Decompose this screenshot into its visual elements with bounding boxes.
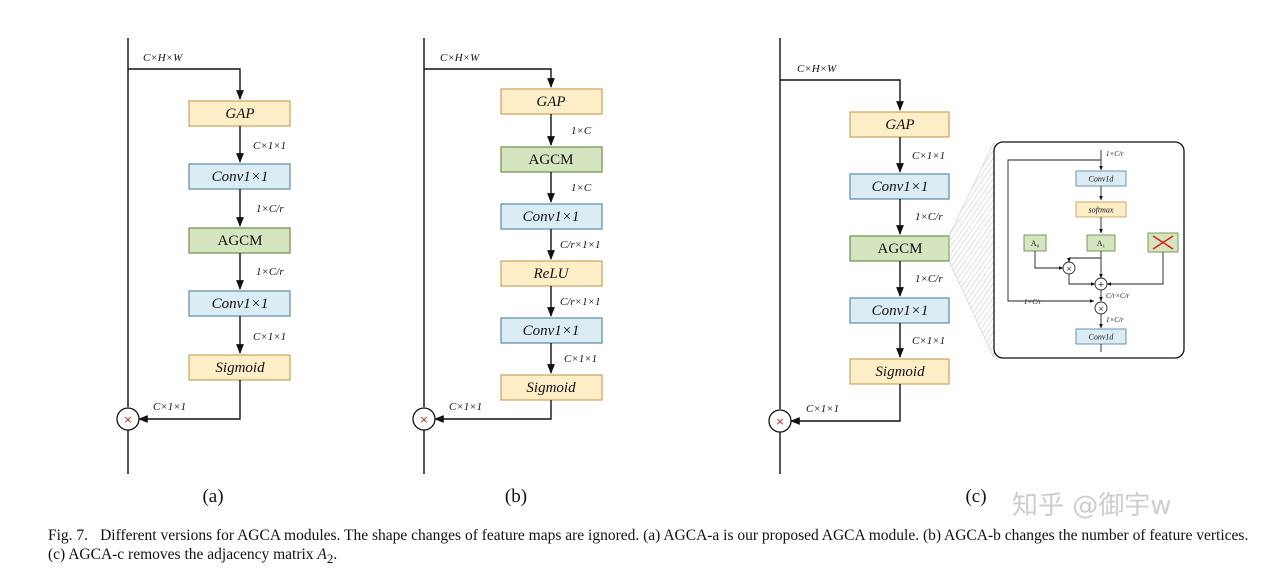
conv-box — [500, 203, 603, 230]
conv-box-label: Conv1×1 — [212, 296, 269, 312]
softmax-label: softmax — [1089, 206, 1114, 215]
gap-box-label: GAP — [536, 94, 565, 110]
conv-box — [188, 163, 291, 190]
conv-box-label: Conv1×1 — [212, 169, 269, 185]
caption-prefix: Fig. 7. — [48, 527, 89, 544]
removed-cross-icon — [1152, 235, 1174, 250]
gap-box-label: GAP — [225, 106, 254, 122]
gap-box — [849, 111, 950, 138]
edge-label: C×1×1 — [912, 150, 945, 162]
inset-bottom-label: 1×C/r — [1106, 316, 1124, 324]
conv1d-label: Conv1d — [1089, 175, 1115, 184]
out-label: C×1×1 — [449, 401, 482, 413]
subcaption: (b) — [505, 486, 527, 507]
caption-end: . — [333, 546, 338, 563]
a0-label: A₀ — [1031, 239, 1040, 248]
input-label: C×H×W — [797, 63, 837, 75]
sigmoid-box-label: Sigmoid — [215, 360, 265, 376]
agcm-box-label: AGCM — [217, 233, 262, 249]
agcm-box-label: AGCM — [528, 152, 573, 168]
conv-box-label: Conv1×1 — [872, 303, 929, 319]
agcm-box — [849, 235, 950, 262]
input-label: C×H×W — [143, 52, 183, 64]
gap-box-label: GAP — [885, 117, 914, 133]
edge-label: C/r×1×1 — [560, 296, 601, 308]
caption-text: Different versions for AGCA modules. The… — [48, 527, 1249, 563]
edge-label: 1×C/r — [256, 203, 284, 215]
edge-label: 1×C — [571, 125, 592, 137]
relu-box — [500, 260, 603, 287]
edge-label: C×1×1 — [564, 353, 597, 365]
gap-box — [188, 100, 291, 127]
conv-box-label: Conv1×1 — [872, 179, 929, 195]
sigmoid-box-label: Sigmoid — [875, 364, 925, 380]
multiply-icon: × — [1098, 305, 1104, 313]
input-label: C×H×W — [440, 52, 480, 64]
agcm-inset: 1×C/r Conv1d softmax A₀ A₁ × — [993, 141, 1185, 359]
edge-label: 1×C/r — [915, 273, 943, 285]
out-label: C×1×1 — [806, 403, 839, 415]
edge-label: C×1×1 — [253, 140, 286, 152]
conv1d-label: Conv1d — [1089, 333, 1115, 342]
subcaption: (a) — [202, 486, 223, 507]
panel-c: C×H×W GAP C×1×1 Conv1×1 1×C/r AGCM 1×C/r… — [768, 38, 1185, 507]
caption-math-sub: 2 — [326, 551, 334, 567]
sigmoid-box — [849, 358, 950, 385]
conv-box-label: Conv1×1 — [523, 323, 580, 339]
relu-box-label: ReLU — [533, 266, 570, 282]
conv-box-label: Conv1×1 — [523, 209, 580, 225]
a1-label: A₁ — [1097, 239, 1106, 248]
edge-label: 1×C/r — [256, 266, 284, 278]
panel-a: C×H×W GAP C×1×1 Conv1×1 1×C/r AGCM 1×C/r… — [116, 38, 291, 507]
multiply-icon: × — [123, 413, 132, 426]
zoom-connector — [948, 141, 995, 359]
sigmoid-box-label: Sigmoid — [526, 380, 576, 396]
conv-box — [849, 297, 950, 324]
conv-box — [849, 173, 950, 200]
edge-label: C×1×1 — [912, 335, 945, 347]
subcaption: (c) — [965, 486, 986, 507]
edge-label: C×1×1 — [253, 331, 286, 343]
agcm-box-label: AGCM — [877, 241, 922, 257]
multiply-icon: × — [775, 415, 784, 428]
inset-mid-label: C/r×C/r — [1106, 292, 1130, 300]
inset-top-label: 1×C/r — [1106, 150, 1124, 158]
add-icon: + — [1098, 280, 1105, 289]
multiply-icon: × — [1066, 265, 1072, 273]
conv-box — [188, 290, 291, 317]
figure-caption: Fig. 7.Different versions for AGCA modul… — [48, 526, 1253, 568]
caption-math: A — [317, 546, 327, 563]
edge-label: 1×C/r — [915, 211, 943, 223]
out-label: C×1×1 — [153, 401, 186, 413]
multiply-icon: × — [419, 413, 428, 426]
watermark: 知乎 @御宇w — [1012, 491, 1172, 520]
agcm-box — [500, 146, 603, 173]
conv-box — [500, 317, 603, 344]
edge-label: 1×C — [571, 182, 592, 194]
panel-b: C×H×W GAP 1×C AGCM 1×C Conv1×1 C/r×1×1 R… — [412, 38, 603, 507]
edge-label: C/r×1×1 — [560, 239, 601, 251]
agca-diagram: C×H×W GAP C×1×1 Conv1×1 1×C/r AGCM 1×C/r… — [116, 38, 1185, 520]
inset-side-label: 1×C/r — [1024, 298, 1042, 306]
